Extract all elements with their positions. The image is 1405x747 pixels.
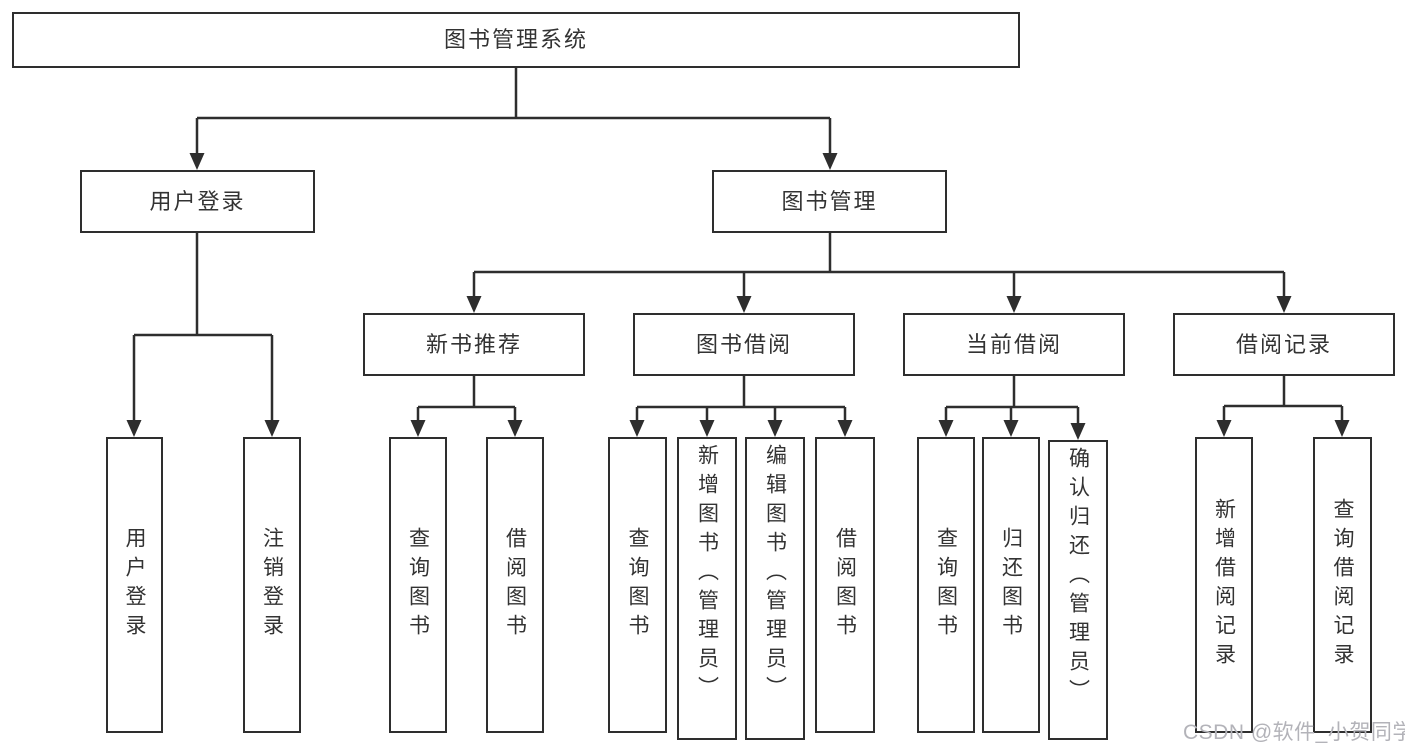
connector-root-to-level2	[195, 68, 832, 154]
node-current-borrowing: 当前借阅	[903, 313, 1125, 376]
leaf-label: 编辑图书（管理员）	[763, 444, 787, 705]
connector-userlogin-to-leaves	[132, 233, 274, 421]
connector-bookborrow-to-leaves	[635, 376, 847, 421]
leaf-borrow-books-recommend: 借阅图书	[486, 437, 544, 733]
node-root-library-system: 图书管理系统	[12, 12, 1020, 68]
leaf-user-login: 用户登录	[106, 437, 163, 733]
leaf-label: 查询图书	[406, 527, 430, 643]
leaf-logout: 注销登录	[243, 437, 301, 733]
csdn-watermark: CSDN @软件_小贺同学	[1183, 721, 1405, 744]
connector-records-to-leaves	[1222, 376, 1344, 421]
leaf-label: 查询借阅记录	[1331, 498, 1354, 672]
node-borrowing-records: 借阅记录	[1173, 313, 1395, 376]
node-new-book-recommendation: 新书推荐	[363, 313, 585, 376]
leaf-return-books: 归还图书	[982, 437, 1040, 733]
leaf-label: 用户登录	[123, 527, 146, 643]
leaf-label: 新增借阅记录	[1212, 498, 1236, 672]
leaf-add-books-admin: 新增图书（管理员）	[677, 437, 737, 740]
leaf-query-books-recommend: 查询图书	[389, 437, 447, 733]
leaf-query-borrow-record: 查询借阅记录	[1313, 437, 1372, 733]
leaf-label: 查询图书	[626, 527, 649, 643]
connector-newbook-to-leaves	[416, 376, 517, 421]
node-user-login: 用户登录	[80, 170, 315, 233]
leaf-label: 归还图书	[999, 527, 1023, 643]
leaf-label: 借阅图书	[503, 527, 527, 643]
leaf-label: 借阅图书	[833, 527, 857, 643]
leaf-query-books-current: 查询图书	[917, 437, 975, 733]
leaf-query-books-borrow: 查询图书	[608, 437, 667, 733]
connector-currentborrow-to-leaves	[944, 376, 1080, 424]
leaf-label: 确认归还（管理员）	[1066, 447, 1090, 708]
arrowheads	[126, 153, 1350, 440]
leaf-add-borrow-record: 新增借阅记录	[1195, 437, 1253, 733]
node-book-borrowing: 图书借阅	[633, 313, 855, 376]
leaf-edit-books-admin: 编辑图书（管理员）	[745, 437, 805, 740]
leaf-label: 注销登录	[260, 527, 284, 643]
leaf-label: 新增图书（管理员）	[695, 444, 719, 705]
leaf-borrow-books: 借阅图书	[815, 437, 875, 733]
leaf-confirm-return-admin: 确认归还（管理员）	[1048, 440, 1108, 740]
leaf-label: 查询图书	[934, 527, 958, 643]
connector-bookmgmt-to-level3	[472, 233, 1286, 297]
node-book-management: 图书管理	[712, 170, 947, 233]
